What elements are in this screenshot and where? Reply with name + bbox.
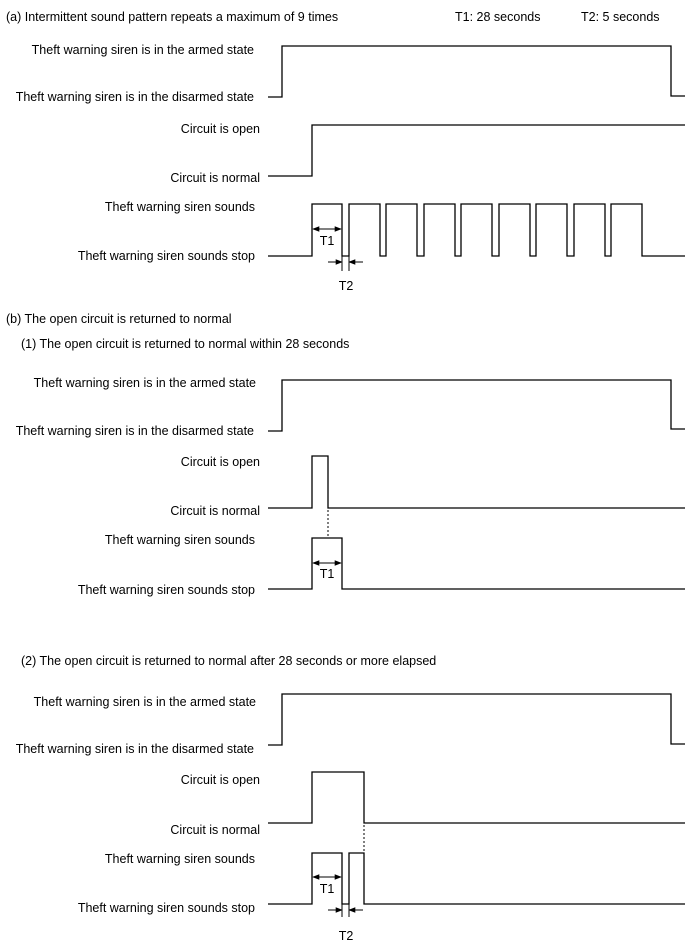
circuit-waveform [268,124,685,177]
section-b2-title: (2) The open circuit is returned to norm… [21,654,436,668]
siren-sounds-stop-label: Theft warning siren sounds stop [78,249,255,263]
section-b1-title: (1) The open circuit is returned to norm… [21,337,349,351]
circuit-open-label: Circuit is open [181,773,260,787]
circuit-open-label: Circuit is open [181,455,260,469]
circuit-open-label: Circuit is open [181,122,260,136]
circuit-normal-label: Circuit is normal [170,504,260,518]
section-b-title: (b) The open circuit is returned to norm… [6,312,232,326]
t1-label: T1 [320,234,335,248]
siren-state-waveform [268,693,685,746]
t2-label: T2 [339,279,354,293]
section-a-title: (a) Intermittent sound pattern repeats a… [6,10,338,24]
t2-label: T2 [339,929,354,943]
siren-sound-waveform [268,852,685,905]
circuit-waveform [268,771,685,824]
t1-legend: T1: 28 seconds [455,10,540,24]
circuit-normal-label: Circuit is normal [170,171,260,185]
siren-sound-pulse-train [268,203,685,257]
siren-state-waveform [268,45,685,98]
siren-state-waveform [268,379,685,432]
siren-disarmed-label: Theft warning siren is in the disarmed s… [16,424,254,438]
siren-sounds-label: Theft warning siren sounds [105,200,255,214]
siren-sounds-label: Theft warning siren sounds [105,852,255,866]
siren-armed-label: Theft warning siren is in the armed stat… [34,695,256,709]
siren-sound-waveform [268,537,685,590]
circuit-waveform [268,455,685,509]
t1-label: T1 [320,882,335,896]
siren-sounds-label: Theft warning siren sounds [105,533,255,547]
circuit-normal-label: Circuit is normal [170,823,260,837]
siren-disarmed-label: Theft warning siren is in the disarmed s… [16,90,254,104]
t1-label: T1 [320,567,335,581]
siren-sounds-stop-label: Theft warning siren sounds stop [78,901,255,915]
siren-armed-label: Theft warning siren is in the armed stat… [32,43,254,57]
siren-sounds-stop-label: Theft warning siren sounds stop [78,583,255,597]
siren-disarmed-label: Theft warning siren is in the disarmed s… [16,742,254,756]
t2-legend: T2: 5 seconds [581,10,660,24]
siren-armed-label: Theft warning siren is in the armed stat… [34,376,256,390]
